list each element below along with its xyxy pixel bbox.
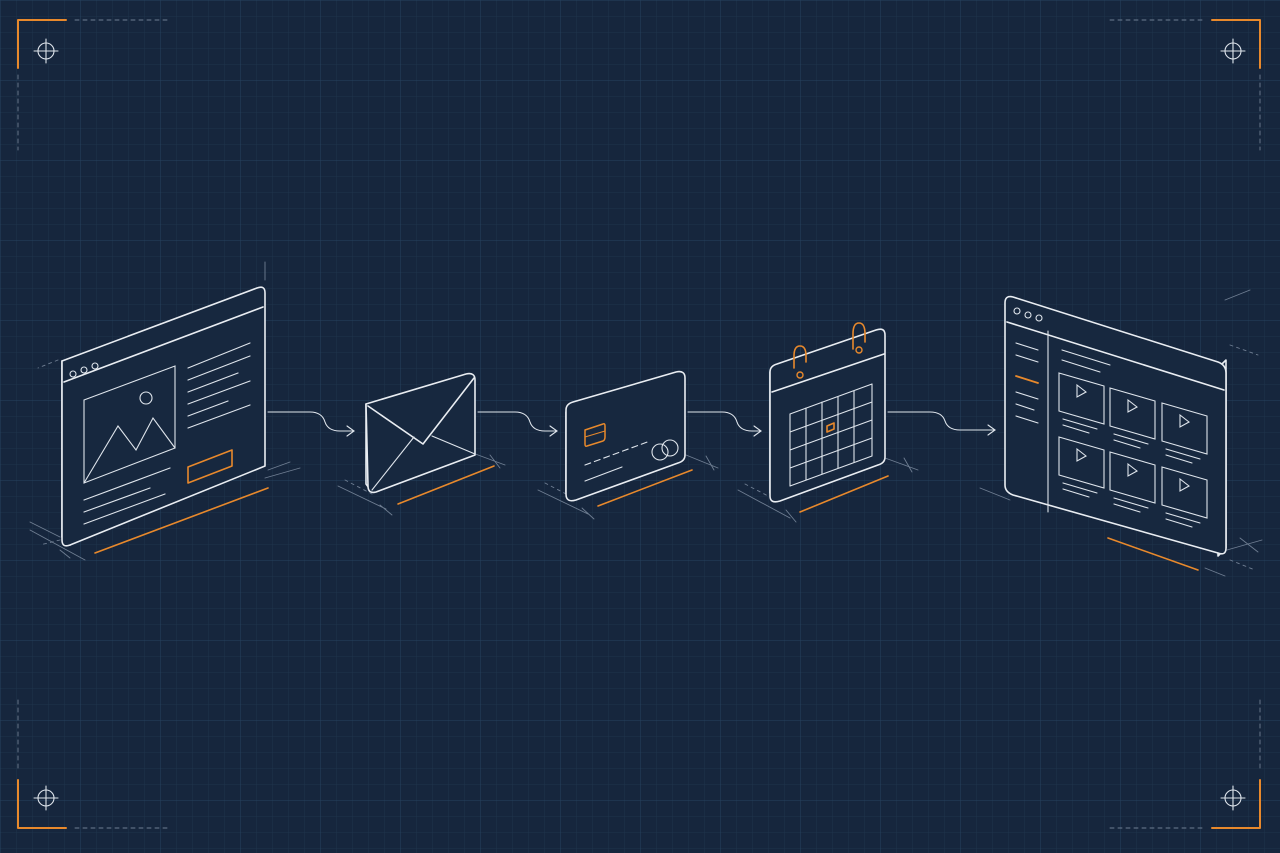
video-thumbnail [1109,451,1156,513]
play-icon [1127,398,1138,413]
corner-mark-bottom-left [17,699,171,829]
browser-window-icon [61,286,266,547]
corner-mark-top-left [17,19,171,151]
corner-mark-top-right [1109,19,1261,151]
step-landing-page [29,261,301,561]
play-icon [1179,413,1190,428]
calendar-icon [769,322,886,503]
video-thumbnail [1109,387,1156,449]
video-grid-window-icon [1004,295,1227,557]
selected-date-marker [826,422,835,433]
arrow-2 [477,411,558,437]
play-icon [1076,383,1087,398]
play-icon [1076,447,1087,462]
dimension-lines-1 [29,261,301,561]
play-icon [1127,462,1138,477]
dimension-lines-4 [737,457,919,523]
video-thumbnail [1161,466,1208,528]
arrow-3 [687,411,762,437]
step-email [337,372,506,516]
image-placeholder-icon [83,365,176,484]
video-thumbnail [1161,402,1208,464]
video-thumbnail [1058,436,1105,498]
arrow-1 [267,411,355,437]
video-thumbnail [1058,372,1105,434]
credit-card-icon [565,370,686,502]
corner-mark-bottom-right [1109,699,1261,829]
dimension-lines-3 [537,454,719,520]
video-thumbnails [1058,372,1208,528]
play-icon [1179,477,1190,492]
dimension-lines-5 [979,289,1263,577]
calendar-grid [789,383,873,487]
dimension-lines-2 [337,451,506,516]
step-payment [537,370,719,520]
calendar-rings-icon [793,322,866,379]
step-course-dashboard [979,289,1263,577]
arrow-4 [887,411,996,436]
envelope-icon [365,372,476,494]
step-booking [737,322,919,523]
card-chip-icon [584,423,606,447]
